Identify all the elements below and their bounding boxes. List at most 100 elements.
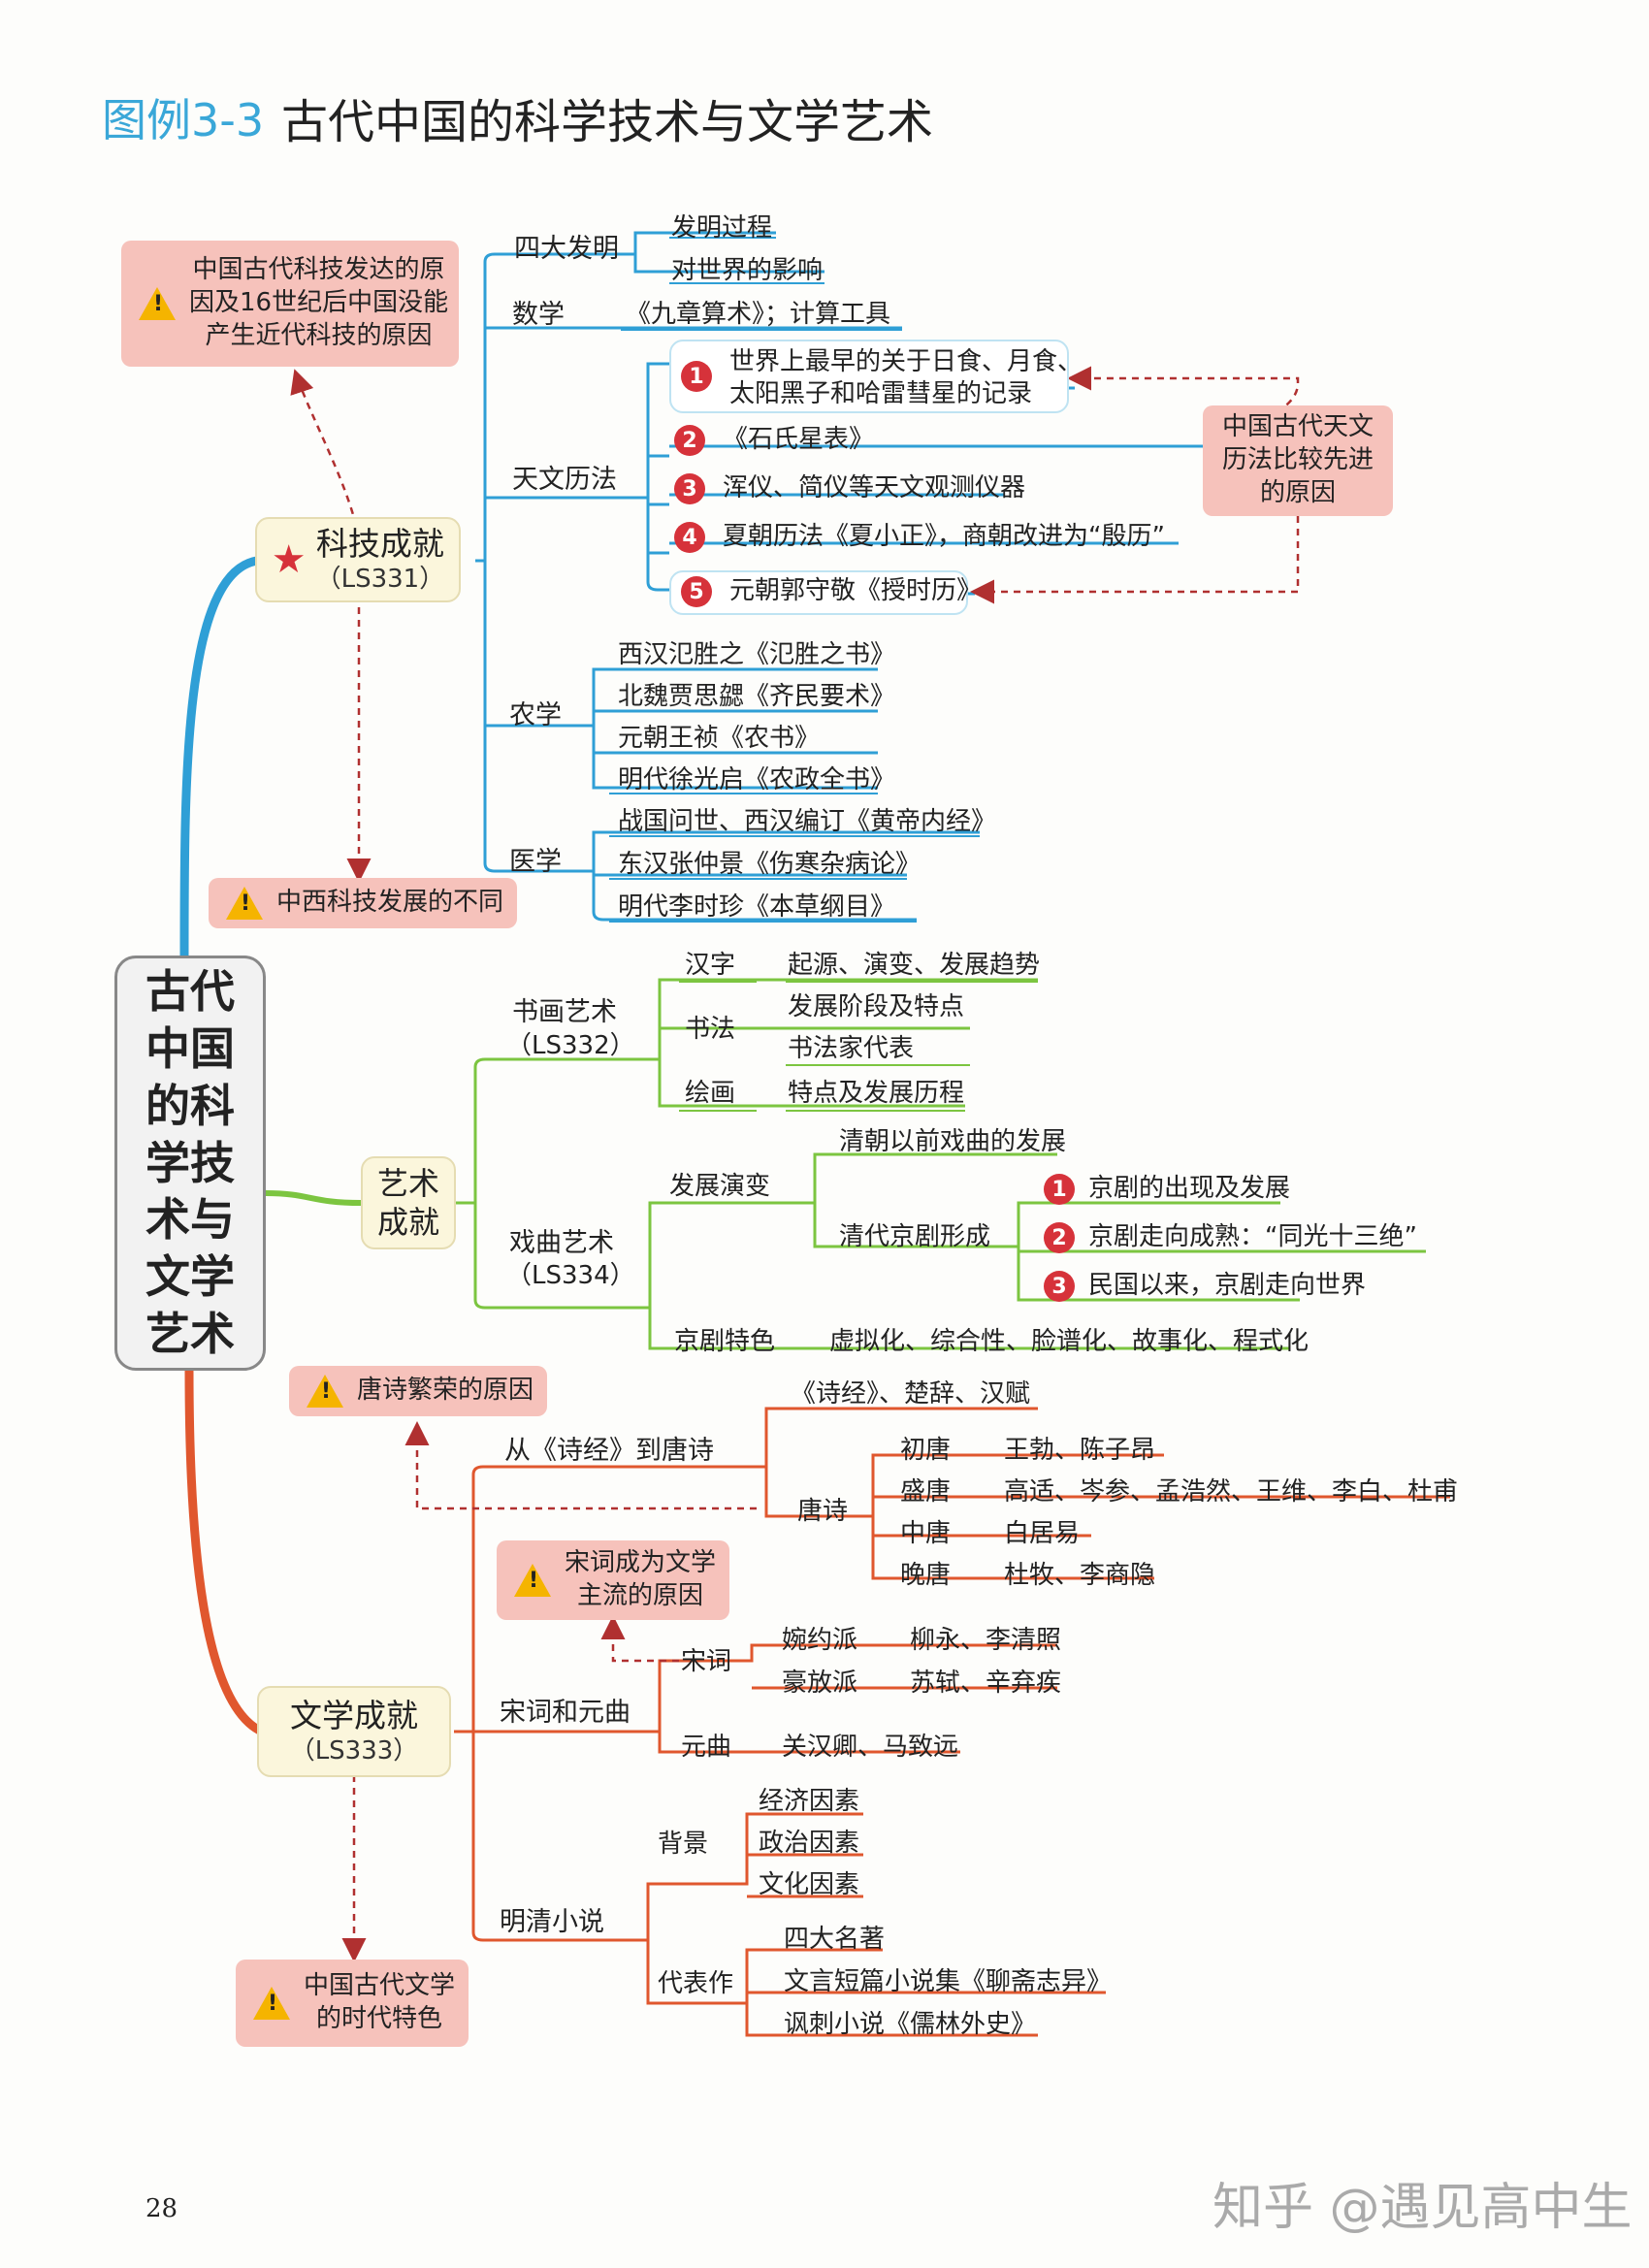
shufa-item: 发展阶段及特点	[788, 992, 965, 1021]
math-item: 《九章算术》；计算工具	[626, 300, 891, 329]
warning-song-ci: ! 宋词成为文学主流的原因	[497, 1540, 729, 1620]
number-badge: 2	[674, 425, 705, 456]
node-novel-works: 代表作	[658, 1969, 734, 1998]
painting-item: 特点及发展历程	[788, 1079, 965, 1108]
warn-line: 中国古代科技发达的原	[192, 255, 445, 285]
warning-icon: !	[139, 287, 176, 320]
page-title: 古代中国的科学技术与文学艺术	[281, 95, 934, 149]
warning-icon: !	[226, 887, 263, 920]
node-inventions: 四大发明	[514, 234, 619, 264]
tang-period: 盛唐	[900, 1477, 952, 1507]
works-item: 讽刺小说《儒林外史》	[784, 2010, 1037, 2039]
figure-number: 图例3-3	[102, 94, 265, 146]
node-tang-poetry: 唐诗	[797, 1497, 849, 1526]
science-label: 科技成就	[315, 525, 444, 564]
warning-literature-era: ! 中国古代文学的时代特色	[236, 1960, 469, 2047]
literature-node: 文学成就 （LS333）	[257, 1686, 451, 1777]
warn-line: 主流的原因	[577, 1581, 704, 1610]
node-yuan-qu: 元曲	[681, 1733, 732, 1762]
tang-poets: 王勃、陈子昂	[1004, 1436, 1156, 1465]
number-badge: 3	[1044, 1271, 1075, 1302]
number-badge: 2	[1044, 1222, 1075, 1253]
science-node: ★ 科技成就 （LS331）	[255, 517, 461, 602]
number-badge: 5	[681, 576, 712, 607]
warn-line: 产生近代科技的原因	[205, 320, 433, 350]
astronomy-item: 《石氏星表》	[723, 425, 875, 454]
astronomy-reason-text: 中国古代天文历法比较先进的原因	[1221, 412, 1374, 507]
tang-poets: 高适、岑参、孟浩然、王维、李白、杜甫	[1004, 1477, 1459, 1507]
ci-school: 豪放派	[782, 1669, 858, 1698]
warning-icon: !	[253, 1987, 290, 2020]
agriculture-item: 元朝王祯《农书》	[618, 724, 821, 753]
warn-line: 因及16世纪后中国没能	[189, 288, 449, 318]
warning-east-west: ! 中西科技发展的不同	[209, 878, 517, 928]
tang-period: 晚唐	[900, 1561, 952, 1590]
medicine-item: 明代李时珍《本草纲目》	[618, 892, 896, 922]
literature-label: 文学成就	[290, 1697, 418, 1735]
early-poetry-item: 《诗经》、楚辞、汉赋	[791, 1379, 1031, 1409]
calligraphy-code: （LS332）	[506, 1031, 635, 1060]
warning-science-reason: ! 中国古代科技发达的原因及16世纪后中国没能产生近代科技的原因	[121, 241, 459, 367]
astronomy-reason-box: 中国古代天文历法比较先进的原因	[1203, 405, 1393, 516]
opera-code: （LS334）	[506, 1261, 635, 1290]
background-item: 经济因素	[759, 1787, 860, 1816]
agriculture-item: 明代徐光启《农政全书》	[618, 765, 896, 794]
art-node: 艺术 成就	[361, 1156, 456, 1249]
tang-period: 中唐	[900, 1519, 952, 1548]
astronomy-item: 太阳黑子和哈雷彗星的记录	[729, 379, 1033, 408]
astronomy-item: 世界上最早的关于日食、月食、	[729, 347, 1083, 376]
astronomy-item: 元朝郭守敬《授时历》	[729, 576, 983, 605]
ci-school: 婉约派	[782, 1626, 858, 1655]
astronomy-item-frame	[669, 570, 968, 615]
warn-line: 的时代特色	[316, 2004, 443, 2033]
number-badge: 1	[1044, 1174, 1075, 1205]
tang-period: 初唐	[900, 1436, 952, 1465]
root-node: 古代中国的科学技术与文学艺术	[114, 956, 266, 1371]
node-song-ci: 宋词	[681, 1647, 732, 1676]
node-qing-opera: 清代京剧形成	[839, 1222, 991, 1251]
invention-item: 发明过程	[671, 213, 773, 243]
warning-icon: !	[514, 1564, 551, 1597]
background-item: 政治因素	[759, 1829, 860, 1858]
warn-line: 中国古代文学	[304, 1971, 456, 2001]
node-evolution: 发展演变	[669, 1172, 771, 1201]
agriculture-item: 北魏贾思勰《齐民要术》	[618, 682, 896, 711]
qing-opera-item: 民国以来，京剧走向世界	[1088, 1271, 1367, 1300]
number-badge: 3	[674, 473, 705, 504]
node-calligraphy: 书画艺术	[512, 997, 617, 1027]
warning-icon: !	[307, 1375, 343, 1408]
node-songci-yuanqu: 宋词和元曲	[500, 1698, 630, 1728]
astronomy-item: 夏朝历法《夏小正》，商朝改进为“殷历”	[723, 522, 1165, 551]
opera-features-item: 虚拟化、综合性、脸谱化、故事化、程式化	[829, 1327, 1310, 1356]
before-qing-item: 清朝以前戏曲的发展	[839, 1127, 1067, 1156]
warn-line: 宋词成为文学	[565, 1548, 717, 1578]
astronomy-item: 浑仪、简仪等天文观测仪器	[723, 473, 1026, 502]
node-agriculture: 农学	[509, 700, 562, 730]
science-code: （LS331）	[315, 565, 445, 595]
node-poetry: 从《诗经》到唐诗	[504, 1436, 714, 1466]
node-hanzi: 汉字	[685, 951, 736, 980]
works-item: 文言短篇小说集《聊斋志异》	[784, 1967, 1113, 1996]
ci-poets: 苏轼、辛弃疾	[910, 1669, 1062, 1698]
star-icon: ★	[271, 537, 307, 582]
warning-tang-poetry: ! 唐诗繁荣的原因	[289, 1366, 547, 1416]
medicine-item: 东汉张仲景《伤寒杂病论》	[618, 850, 922, 879]
number-badge: 1	[681, 361, 712, 392]
literature-code: （LS333）	[289, 1736, 419, 1766]
node-opera-features: 京剧特色	[674, 1327, 776, 1356]
qing-opera-item: 京剧走向成熟：“同光十三绝”	[1088, 1222, 1417, 1251]
page-number: 28	[146, 2194, 178, 2223]
agriculture-item: 西汉氾胜之《氾胜之书》	[618, 640, 896, 669]
tang-poets: 杜牧、李商隐	[1004, 1561, 1156, 1590]
tang-poets: 白居易	[1004, 1519, 1081, 1548]
node-medicine: 医学	[509, 847, 562, 877]
number-badge: 4	[674, 522, 705, 553]
node-astronomy: 天文历法	[512, 465, 617, 495]
background-item: 文化因素	[759, 1870, 860, 1899]
node-painting: 绘画	[685, 1079, 736, 1108]
watermark: 知乎 @遇见高中生	[1212, 2179, 1633, 2237]
node-shufa: 书法	[685, 1015, 736, 1044]
node-math: 数学	[512, 300, 565, 330]
ci-poets: 柳永、李清照	[910, 1626, 1062, 1655]
qing-opera-item: 京剧的出现及发展	[1088, 1174, 1291, 1203]
